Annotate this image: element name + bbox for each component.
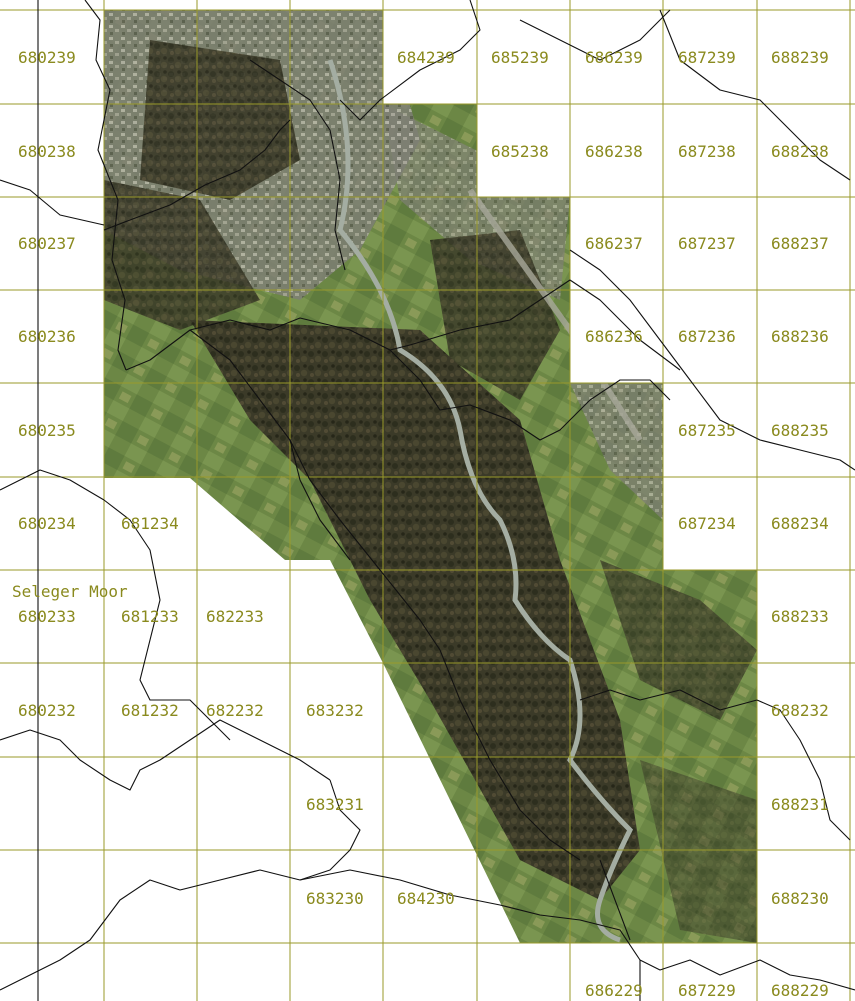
- tile-label-683231: 683231: [306, 795, 364, 814]
- tile-label-686239: 686239: [585, 48, 643, 67]
- tile-label-688235: 688235: [771, 421, 829, 440]
- tile-label-684239: 684239: [397, 48, 455, 67]
- tile-label-680234: 680234: [18, 514, 76, 533]
- tile-label-683232: 683232: [306, 701, 364, 720]
- place-label-seleger-moor: Seleger Moor: [12, 582, 128, 601]
- tile-label-686229: 686229: [585, 981, 643, 1000]
- tile-label-682233: 682233: [206, 607, 264, 626]
- tile-label-686237: 686237: [585, 234, 643, 253]
- tile-label-687239: 687239: [678, 48, 736, 67]
- tile-label-686236: 686236: [585, 327, 643, 346]
- tile-label-681234: 681234: [121, 514, 179, 533]
- tile-label-687236: 687236: [678, 327, 736, 346]
- tile-label-687238: 687238: [678, 142, 736, 161]
- tile-label-680239: 680239: [18, 48, 76, 67]
- tile-labels: 680239 684239 685239 686239 687239 688239 6802…: [18, 48, 829, 1000]
- tile-label-685239: 685239: [491, 48, 549, 67]
- tile-label-688230: 688230: [771, 889, 829, 908]
- tile-label-688237: 688237: [771, 234, 829, 253]
- tile-label-685238: 685238: [491, 142, 549, 161]
- tile-label-680238: 680238: [18, 142, 76, 161]
- tile-label-680236: 680236: [18, 327, 76, 346]
- tile-label-680233: 680233: [18, 607, 76, 626]
- tile-label-684230: 684230: [397, 889, 455, 908]
- tile-label-683230: 683230: [306, 889, 364, 908]
- tile-label-687237: 687237: [678, 234, 736, 253]
- tile-label-687235: 687235: [678, 421, 736, 440]
- tile-label-686238: 686238: [585, 142, 643, 161]
- tile-label-687229: 687229: [678, 981, 736, 1000]
- tile-label-680237: 680237: [18, 234, 76, 253]
- tile-label-688234: 688234: [771, 514, 829, 533]
- tile-label-680232: 680232: [18, 701, 76, 720]
- tile-label-688232: 688232: [771, 701, 829, 720]
- tile-label-680235: 680235: [18, 421, 76, 440]
- tile-label-682232: 682232: [206, 701, 264, 720]
- tile-label-688229: 688229: [771, 981, 829, 1000]
- tile-label-688233: 688233: [771, 607, 829, 626]
- tile-label-681232: 681232: [121, 701, 179, 720]
- tile-label-688238: 688238: [771, 142, 829, 161]
- tile-label-688231: 688231: [771, 795, 829, 814]
- tile-label-681233: 681233: [121, 607, 179, 626]
- tile-label-688239: 688239: [771, 48, 829, 67]
- tile-label-688236: 688236: [771, 327, 829, 346]
- tile-label-687234: 687234: [678, 514, 736, 533]
